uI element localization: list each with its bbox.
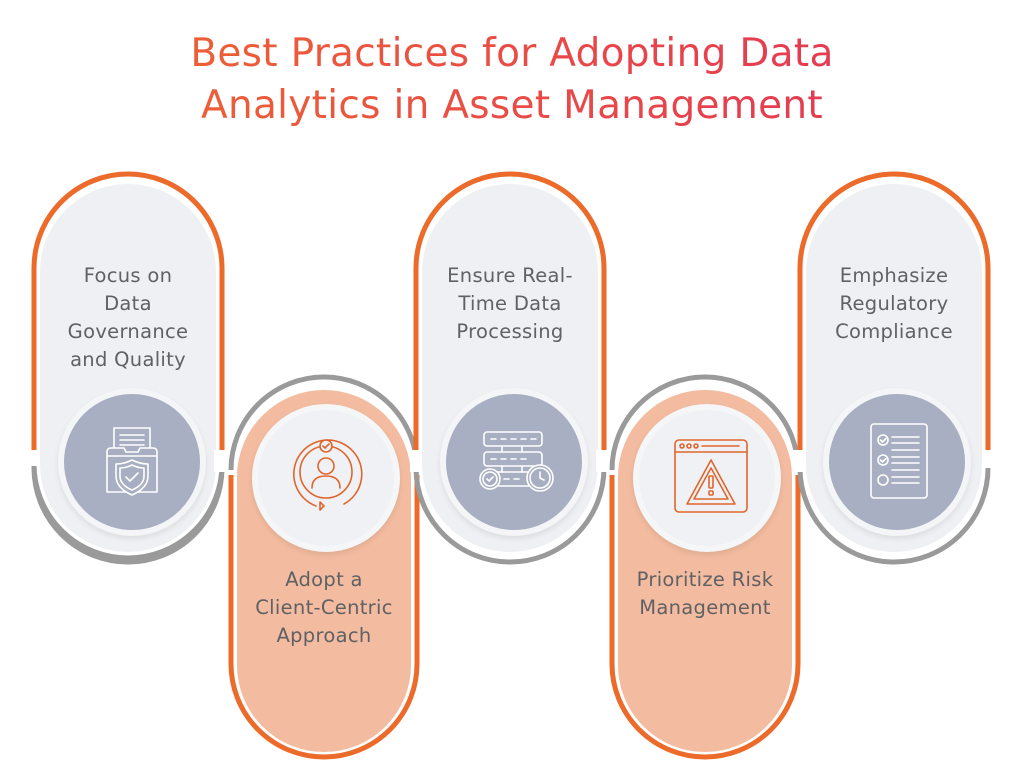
step-2-line: Client-Centric — [255, 596, 393, 619]
step-5-label: Emphasize Regulatory Compliance — [806, 262, 982, 346]
document-shield-icon — [106, 427, 158, 496]
step-1-line: Data — [104, 292, 152, 315]
step-3-line: Ensure Real- — [447, 264, 573, 287]
step-1-label: Focus on Data Governance and Quality — [40, 262, 216, 374]
checklist-icon — [870, 423, 928, 499]
step-5-icon-circle — [823, 388, 971, 536]
step-1-line: Governance — [67, 320, 189, 343]
step-2-line: Adopt a — [285, 568, 363, 591]
server-clock-icon — [479, 431, 554, 492]
client-cycle-icon — [293, 439, 363, 511]
step-3-line: Processing — [456, 320, 564, 343]
step-4-line: Management — [639, 596, 771, 619]
step-3-label: Ensure Real- Time Data Processing — [422, 262, 598, 346]
step-5-line: Compliance — [835, 320, 953, 343]
step-2-icon-circle — [252, 404, 400, 552]
step-3-icon-circle — [440, 388, 588, 536]
step-5-line: Emphasize — [839, 264, 949, 287]
step-1-line: Focus on — [83, 264, 173, 287]
step-2-line: Approach — [276, 624, 372, 647]
step-4-icon-circle — [633, 404, 781, 552]
step-5-line: Regulatory — [839, 292, 949, 315]
step-2-label: Adopt a Client-Centric Approach — [237, 566, 411, 650]
step-3-line: Time Data — [458, 292, 562, 315]
browser-warning-icon — [674, 439, 748, 513]
step-4-line: Prioritize Risk — [636, 568, 774, 591]
step-1-icon-circle — [58, 388, 206, 536]
step-1-line: and Quality — [70, 348, 186, 371]
step-4-label: Prioritize Risk Management — [618, 566, 792, 622]
